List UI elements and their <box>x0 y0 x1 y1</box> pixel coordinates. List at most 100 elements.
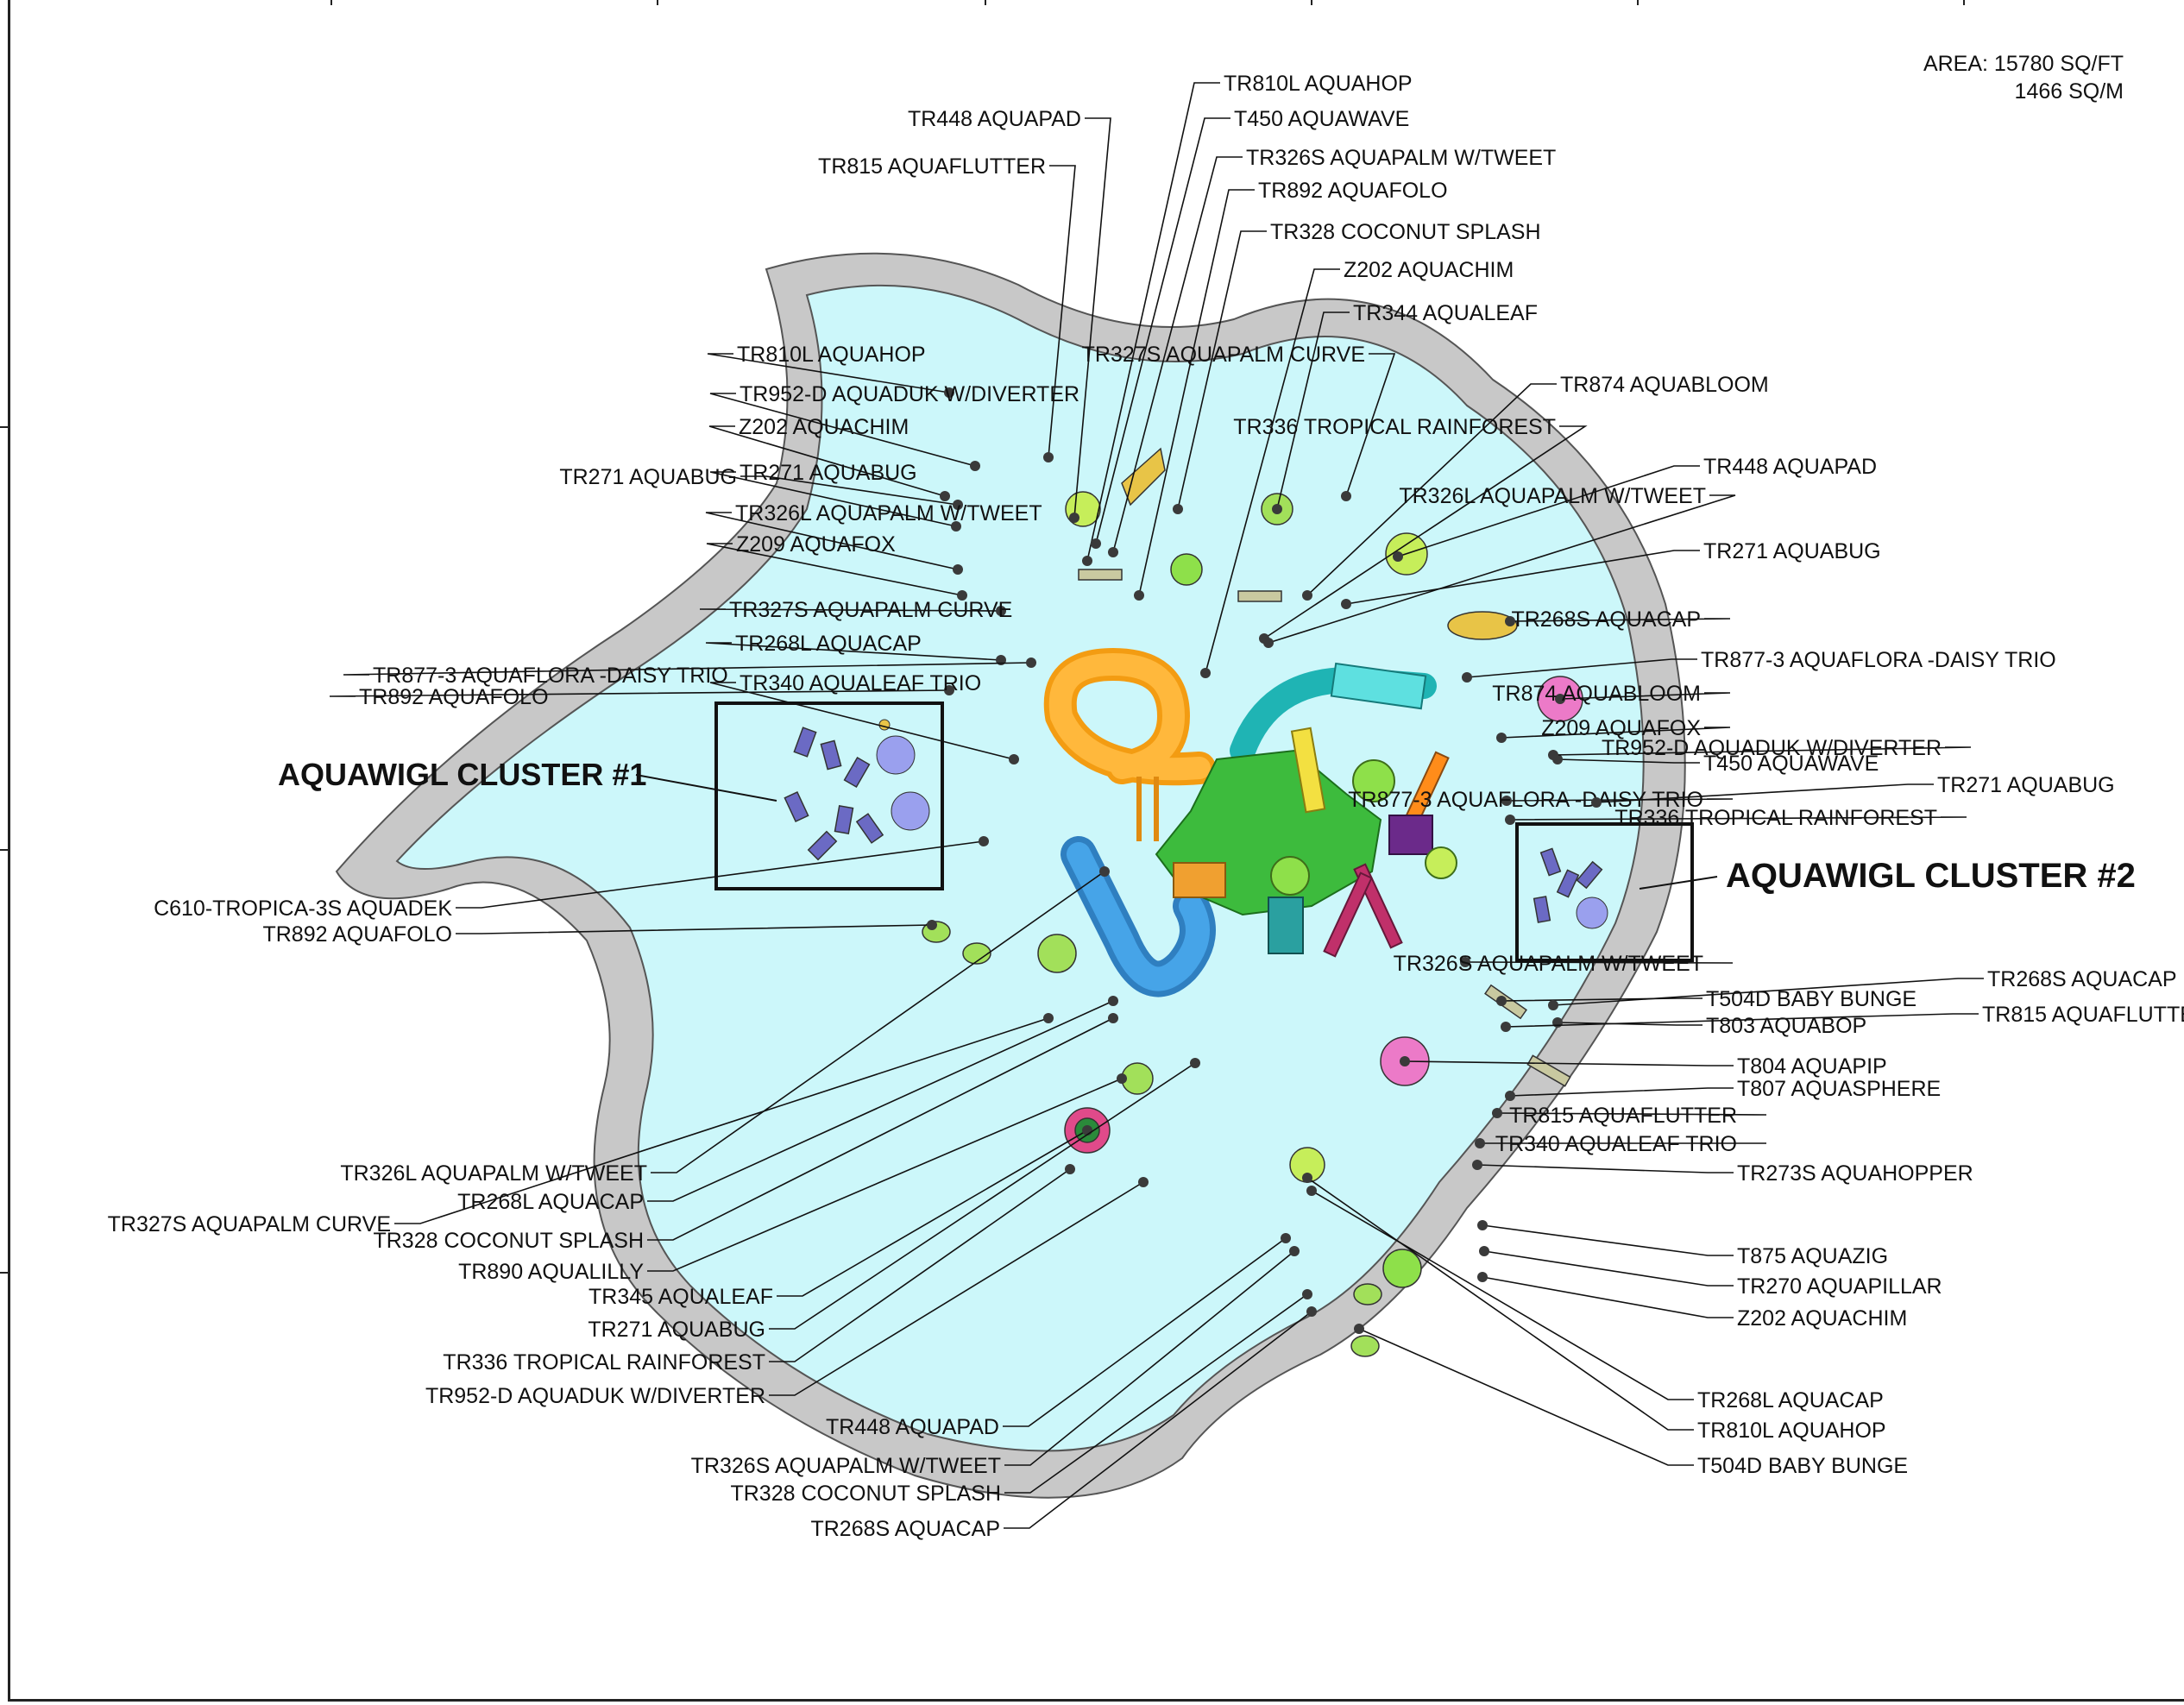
callout: Z202 AQUACHIM <box>708 415 950 501</box>
callout: TR328 COCONUT SPLASH <box>1173 220 1541 514</box>
fixture-marker <box>1555 694 1565 704</box>
callout-label: TR271 AQUABUG <box>1937 773 2115 797</box>
callout-label: TR271 AQUABUG <box>740 461 917 485</box>
callout-label: TR326L AQUAPALM W/TWEET <box>1399 484 1706 508</box>
fixture-marker <box>951 521 961 532</box>
fixture-marker <box>1108 1013 1118 1023</box>
callout: TR815 AQUAFLUTTER <box>818 154 1076 462</box>
fixture-marker <box>1289 1246 1300 1256</box>
callout: Z209 AQUAFOX <box>1496 716 1731 743</box>
fixture-marker <box>1091 538 1101 549</box>
leader-line <box>1004 1311 1312 1529</box>
callout: TR270 AQUAPILLAR <box>1479 1246 1942 1299</box>
fixture-marker <box>1082 556 1092 566</box>
callout: TR877-3 AQUAFLORA -DAISY TRIO <box>343 657 1036 688</box>
callout-label: TR271 AQUABUG <box>559 465 737 489</box>
callout-label: TR268L AQUACAP <box>457 1190 644 1214</box>
fixture-marker <box>1200 668 1211 678</box>
leader-line <box>1048 165 1076 458</box>
callout-label: TR952-D AQUADUK W/DIVERTER <box>425 1384 765 1408</box>
leader-line <box>709 393 976 467</box>
callout-label: TR810L AQUAHOP <box>1224 72 1413 96</box>
callout-label: TR268S AQUACAP <box>1511 607 1701 632</box>
callout: TR810L AQUAHOP <box>707 343 954 398</box>
fixture-marker <box>1099 866 1110 877</box>
pool-water <box>395 284 1645 1452</box>
fixture-marker <box>1306 1186 1317 1196</box>
leader-line <box>1112 156 1243 553</box>
fixture-marker <box>1400 1056 1410 1066</box>
play-structure <box>1043 647 1457 997</box>
callout: TR327S AQUAPALM CURVE <box>699 598 1012 622</box>
cluster-1-label: AQUAWIGL CLUSTER #1 <box>278 757 646 792</box>
fixture-marker <box>1591 797 1602 808</box>
cluster-2-fixtures <box>1533 847 1608 929</box>
leader-line <box>1004 1293 1308 1494</box>
cluster-leader <box>635 774 777 802</box>
fixture-marker <box>1108 547 1118 557</box>
callout-label: Z202 AQUACHIM <box>1344 258 1514 282</box>
leader-line <box>1506 798 1734 802</box>
fixture-marker <box>1065 1164 1075 1174</box>
callout: TR328 COCONUT SPLASH <box>373 1013 1118 1253</box>
leader-line <box>1482 1224 1734 1256</box>
callout-label: Z209 AQUAFOX <box>736 532 896 557</box>
callout: TR815 AQUAFLUTTER <box>1492 1104 1767 1128</box>
fixture-marker <box>1281 1233 1291 1243</box>
fixture-marker <box>1302 1289 1312 1299</box>
callout-label: TR326S AQUAPALM W/TWEET <box>691 1454 1001 1478</box>
callout-label: TR271 AQUABUG <box>1703 539 1881 563</box>
fixture-marker <box>944 685 954 695</box>
fixture-marker <box>1009 754 1019 764</box>
fixture-marker <box>1138 1177 1149 1187</box>
cluster-1-box <box>714 702 944 890</box>
drawing-border <box>8 0 2184 1702</box>
fixture-marker <box>1505 616 1515 626</box>
callout: TR327S AQUAPALM CURVE <box>1082 343 1396 501</box>
leader-line <box>329 689 950 697</box>
fixture-marker <box>1306 1306 1317 1317</box>
fixture-marker <box>1263 638 1274 648</box>
leader-line <box>706 543 963 596</box>
callout: TR345 AQUALEAF <box>588 1125 1092 1309</box>
callout-label: T450 AQUAWAVE <box>1234 107 1409 131</box>
fixture-marker <box>1354 1324 1364 1334</box>
callout-label: T807 AQUASPHERE <box>1737 1077 1941 1101</box>
leader-line <box>777 1129 1088 1297</box>
fixture-marker <box>1479 1246 1489 1256</box>
callout-label: TR327S AQUAPALM CURVE <box>108 1212 391 1236</box>
callout: Z209 AQUAFOX <box>706 532 967 601</box>
callout-label: TR327S AQUAPALM CURVE <box>1082 343 1365 367</box>
leader-line <box>1086 82 1220 562</box>
fixture-marker <box>1173 504 1183 514</box>
callout: TR448 AQUAPAD <box>826 1233 1291 1439</box>
callout-label: TR273S AQUAHOPPER <box>1737 1161 1973 1186</box>
leader-line <box>1501 997 1703 1002</box>
callout-label: TR815 AQUAFLUTTER <box>818 154 1046 179</box>
fixture-marker <box>1477 1272 1488 1282</box>
leader-line <box>1306 383 1557 596</box>
leader-line <box>1358 1328 1694 1466</box>
fixture-marker <box>1462 672 1472 683</box>
fixture-marker <box>1108 996 1118 1006</box>
leader-line <box>769 1181 1144 1396</box>
leader-line <box>769 1168 1071 1362</box>
callout-label: TR326L AQUAPALM W/TWEET <box>735 501 1042 525</box>
callout: T875 AQUAZIG <box>1477 1220 1888 1268</box>
fixture-marker <box>996 606 1006 616</box>
callout: TR874 AQUABLOOM <box>1302 373 1769 601</box>
fixture-marker <box>940 491 950 501</box>
callout-label: TR344 AQUALEAF <box>1353 301 1538 325</box>
fixture-marker <box>1069 513 1079 523</box>
fixture-marker <box>1548 750 1558 760</box>
callout-label: TR268L AQUACAP <box>1697 1388 1884 1412</box>
callout: TR271 AQUABUG <box>1591 773 2115 808</box>
callout-label: TR328 COCONUT SPLASH <box>730 1482 1001 1506</box>
leader-line <box>647 1017 1114 1241</box>
leader-line <box>1268 494 1736 644</box>
callout: TR890 AQUALILLY <box>458 1073 1127 1284</box>
leader-line <box>1464 961 1734 964</box>
leader-line <box>1483 1250 1734 1287</box>
callout-label: TR336 TROPICAL RAINFOREST <box>443 1350 765 1375</box>
fixture-marker <box>953 564 963 575</box>
